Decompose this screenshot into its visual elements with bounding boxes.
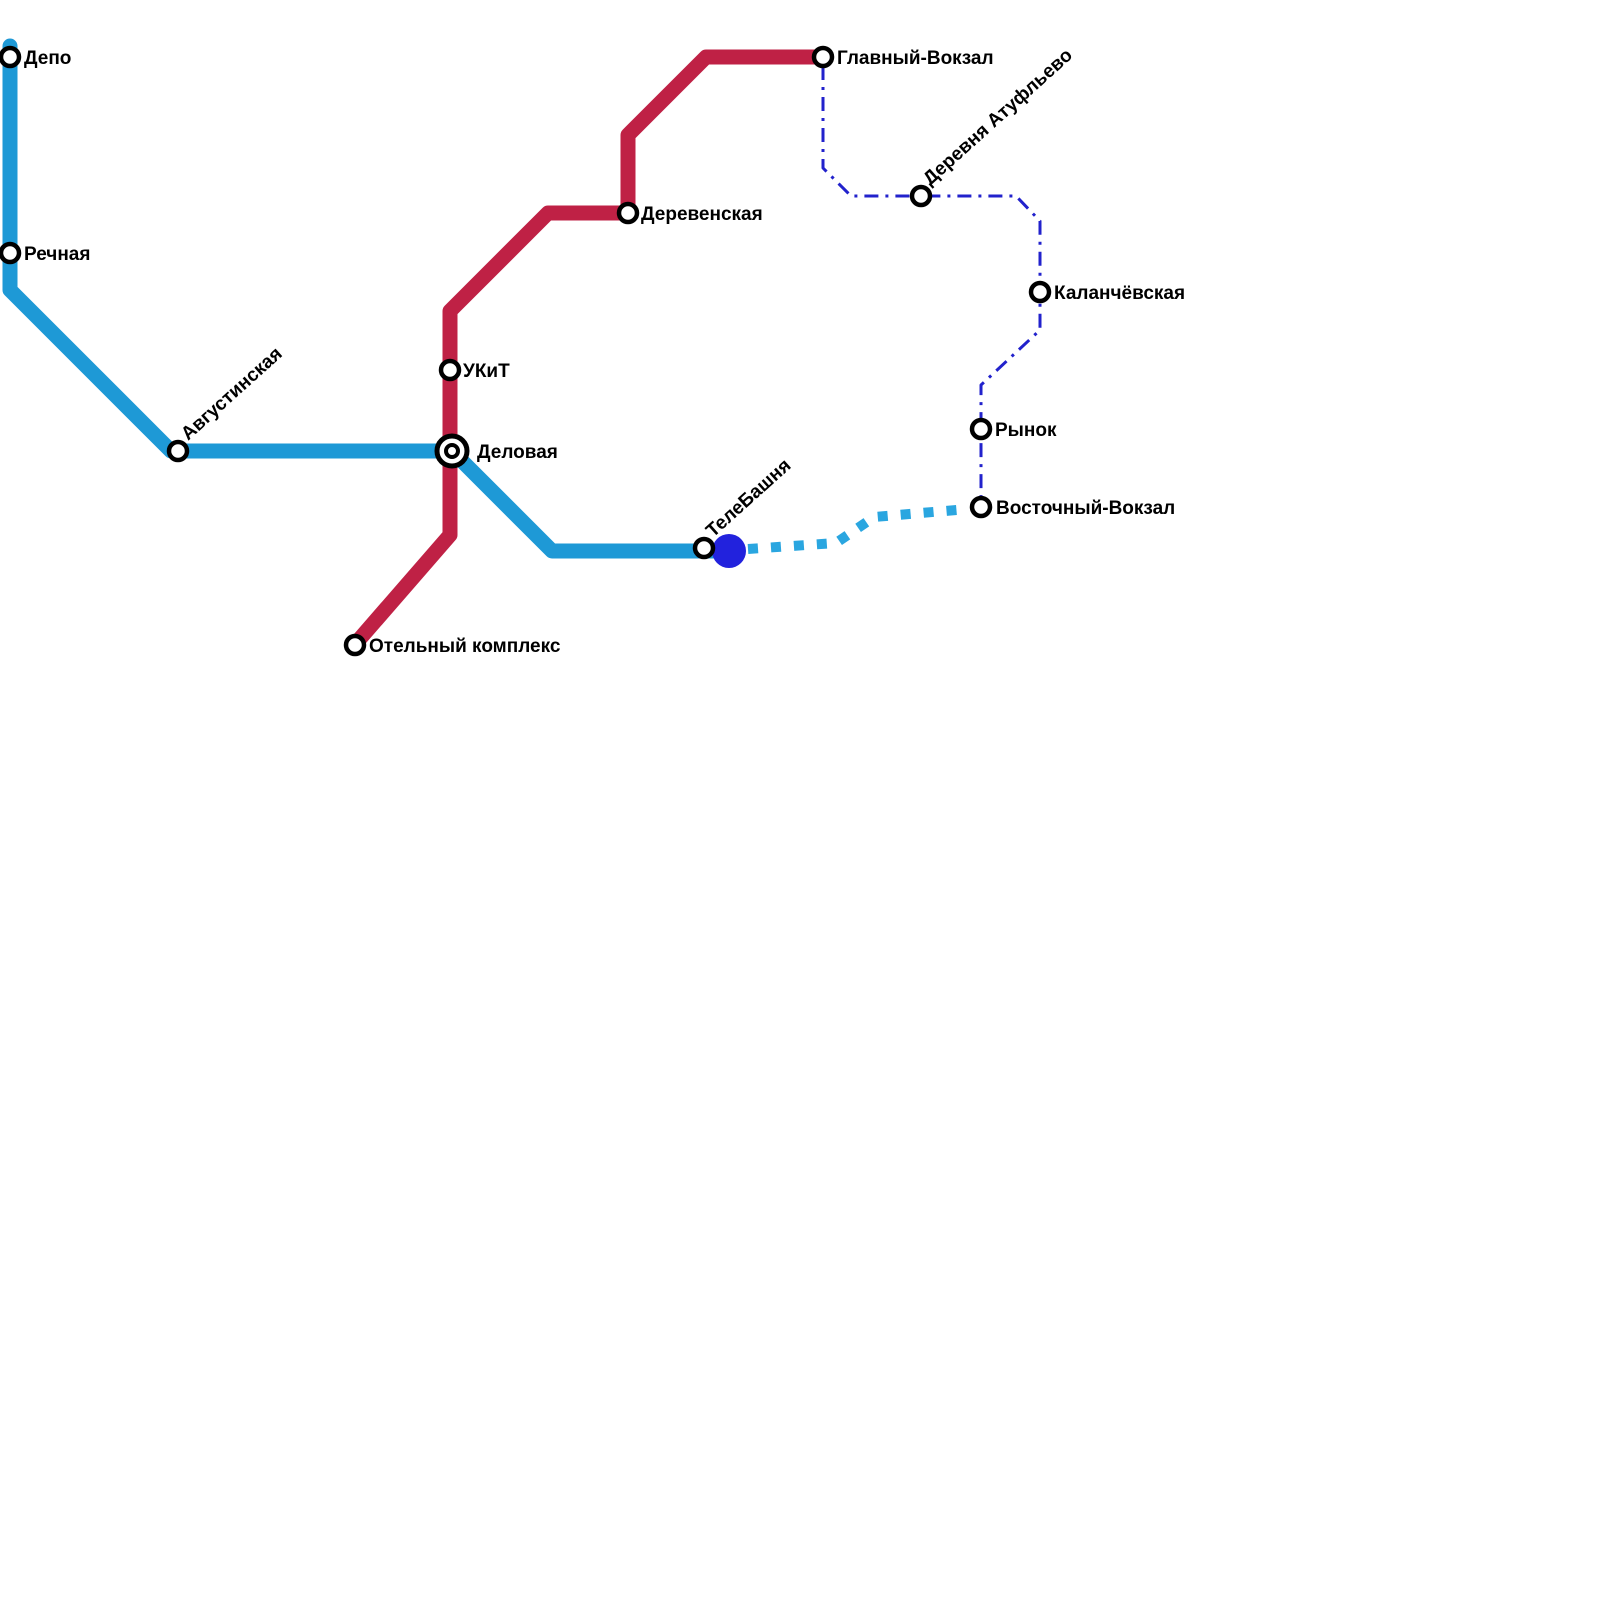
station-label-kalanchyovskaya: Каланчёвская: [1054, 283, 1185, 304]
station-kalanchyovskaya: Каланчёвская: [1028, 280, 1185, 304]
dotted-link-line: [747, 504, 969, 554]
station-vostochny-vokzal: Восточный-Вокзал: [969, 495, 1175, 519]
station-rynok: Рынок: [969, 417, 1057, 441]
station-marker-telebashnya: [692, 536, 716, 560]
station-rechnaya: Речная: [0, 241, 90, 265]
blue-metro-line: [2, 38, 737, 559]
station-label-otelny-kompleks: Отельный комплекс: [369, 636, 561, 657]
station-label-glavny-vokzal: Главный-Вокзал: [837, 48, 994, 69]
station-telebashnya: ТелеБашня: [692, 455, 795, 560]
station-marker-ukit: [438, 358, 462, 382]
station-marker-avgustinskaya: [166, 439, 190, 463]
station-delovaya: Деловая: [434, 433, 558, 469]
station-label-derevenskaya: Деревенская: [641, 204, 763, 225]
station-label-rynok: Рынок: [995, 420, 1057, 441]
station-label-vostochny-vokzal: Восточный-Вокзал: [996, 498, 1175, 519]
station-marker-otelny-kompleks: [343, 633, 367, 657]
station-marker-derevenskaya: [616, 201, 640, 225]
station-marker-derevnya-atuflyevo: [909, 184, 933, 208]
station-label-ukit: УКиТ: [463, 361, 510, 382]
station-ukit: УКиТ: [438, 358, 510, 382]
commuter-dashdot-line: [821, 66, 1042, 505]
station-otelny-kompleks: Отельный комплекс: [343, 633, 561, 657]
station-marker-kalanchyovskaya: [1028, 280, 1052, 304]
current-position-dot: [712, 534, 746, 568]
station-glavny-vokzal: Главный-Вокзал: [811, 45, 994, 69]
station-marker-inner-delovaya: [444, 443, 460, 459]
station-label-depo: Депо: [24, 48, 71, 69]
station-depo: Депо: [0, 45, 71, 69]
station-avgustinskaya: Августинская: [166, 343, 287, 463]
station-marker-rynok: [969, 417, 993, 441]
station-label-telebashnya: ТелеБашня: [702, 455, 795, 542]
station-label-delovaya: Деловая: [477, 442, 558, 463]
station-marker-vostochny-vokzal: [969, 495, 993, 519]
red-metro-line: [349, 49, 831, 650]
station-marker-depo: [0, 45, 22, 69]
station-marker-rechnaya: [0, 241, 22, 265]
station-label-avgustinskaya: Августинская: [177, 343, 286, 444]
station-label-rechnaya: Речная: [24, 244, 90, 265]
station-derevenskaya: Деревенская: [616, 201, 763, 225]
station-marker-glavny-vokzal: [811, 45, 835, 69]
